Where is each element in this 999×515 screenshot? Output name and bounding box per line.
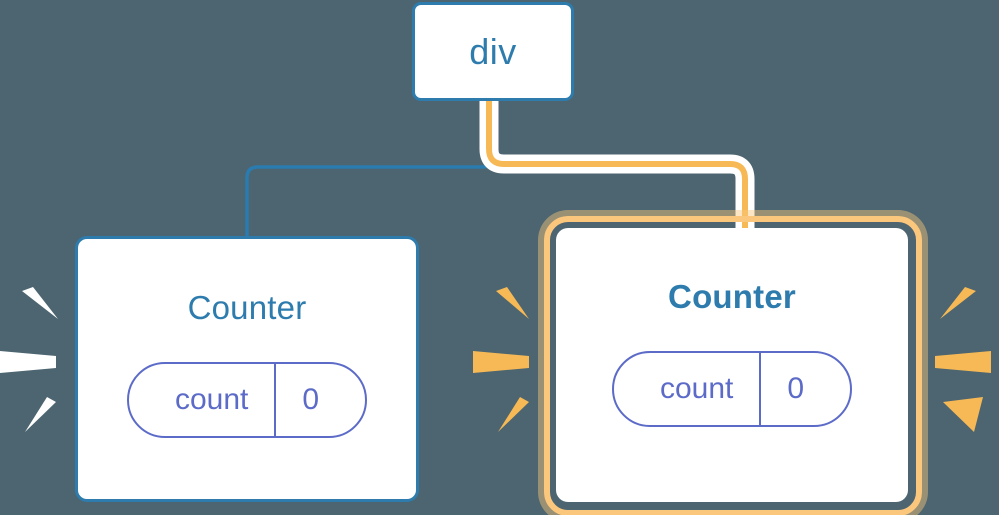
- state-pill-divider-right: [759, 353, 762, 425]
- state-key-right: count: [659, 372, 734, 405]
- edge-div-to-counter-left: [245, 99, 495, 238]
- highlight-ring-counter-right: [544, 216, 922, 515]
- node-counter-right-title: Counter: [668, 278, 796, 315]
- node-counter-left[interactable]: Counter count 0: [75, 236, 419, 502]
- edge-div-to-counter-right: [486, 98, 748, 231]
- state-pill-divider-left: [274, 364, 277, 436]
- node-counter-left-title: Counter: [187, 289, 307, 326]
- state-value-right: 0: [787, 372, 805, 405]
- state-value-left: 0: [302, 383, 320, 416]
- node-div-label: div: [469, 30, 517, 72]
- state-pill-right: count 0: [611, 351, 853, 427]
- state-pill-left: count 0: [126, 362, 368, 438]
- node-counter-right[interactable]: Counter count 0: [556, 228, 908, 502]
- node-div[interactable]: div: [412, 2, 574, 101]
- state-key-left: count: [174, 383, 249, 416]
